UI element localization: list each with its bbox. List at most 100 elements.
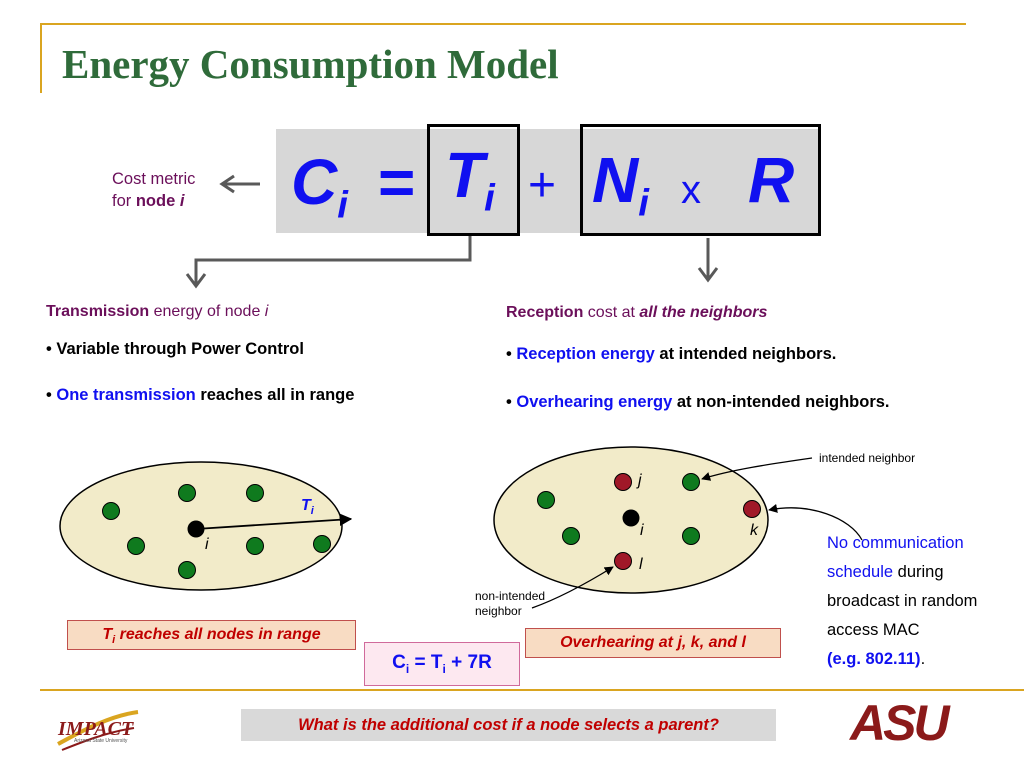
reception-heading-bold: Reception bbox=[506, 304, 584, 321]
equation-c-sub: i bbox=[405, 661, 410, 676]
broadcast-note-period: . bbox=[920, 650, 926, 668]
formula-equals: = bbox=[378, 146, 416, 218]
green-node bbox=[313, 535, 331, 553]
reception-heading-rest: cost at bbox=[583, 304, 640, 321]
reception-bullet-1-highlight: Reception energy bbox=[516, 345, 655, 363]
equation-rest: + 7R bbox=[445, 652, 492, 673]
left-caption-t: T bbox=[102, 626, 113, 643]
equation-mid: = T bbox=[409, 652, 443, 673]
nixr-frame bbox=[580, 124, 821, 236]
green-node bbox=[246, 537, 264, 555]
green-node bbox=[246, 484, 264, 502]
total-cost-equation: Ci = Ti + 7R bbox=[364, 642, 520, 686]
reception-bullet-2-highlight: Overhearing energy bbox=[516, 393, 673, 411]
broadcast-note-highlight: No communication schedule bbox=[827, 534, 964, 581]
impact-logo-subtext: Arizona State University bbox=[74, 738, 128, 744]
formula-n-sub: i bbox=[638, 181, 649, 225]
network-diagrams bbox=[59, 446, 863, 609]
transmission-heading-bold: Transmission bbox=[46, 303, 150, 320]
right-node-i-label: i bbox=[640, 522, 644, 539]
reception-bullet-1: • Reception energy at intended neighbors… bbox=[506, 345, 837, 363]
bullet-1-text: Variable through Power Control bbox=[56, 340, 304, 358]
equation-t-sub: i bbox=[442, 661, 446, 676]
green-node bbox=[127, 537, 145, 555]
cost-metric-arrow-head bbox=[219, 174, 235, 194]
right-node-j-label: j bbox=[638, 472, 642, 489]
red-node-l bbox=[614, 552, 632, 570]
reception-heading-em: all the neighbors bbox=[639, 304, 768, 321]
right-caption-box: Overhearing at j, k, and l bbox=[525, 628, 781, 658]
intended-neighbor-label: intended neighbor bbox=[819, 451, 916, 465]
footer-rule bbox=[40, 689, 1024, 691]
formula-arrows bbox=[185, 174, 719, 289]
left-caption-sub: i bbox=[112, 634, 116, 647]
non-intended-line2: neighbor bbox=[475, 604, 522, 618]
green-node bbox=[178, 484, 196, 502]
reception-bullet-1-text: at intended neighbors. bbox=[654, 345, 837, 363]
broadcast-note-example: (e.g. 802.11) bbox=[827, 650, 921, 668]
footer-question: What is the additional cost if a node se… bbox=[241, 709, 776, 741]
cost-metric-node-var: i bbox=[179, 192, 185, 210]
broadcast-note-pointer bbox=[768, 503, 863, 541]
left-caption-box: Ti reaches all nodes in range bbox=[67, 620, 356, 650]
green-node bbox=[562, 527, 580, 545]
cost-metric-label: Cost metric for node i bbox=[112, 168, 195, 212]
reception-bullet-2: • Overhearing energy at non-intended nei… bbox=[506, 393, 890, 411]
green-node bbox=[682, 473, 700, 491]
cost-metric-line2: for node i bbox=[112, 190, 195, 212]
source-node-i bbox=[187, 520, 205, 538]
transmission-heading: Transmission energy of node i bbox=[46, 303, 268, 321]
header-decoration bbox=[40, 23, 966, 93]
formula-t: T bbox=[445, 139, 485, 211]
formula-reception-term: R bbox=[748, 144, 795, 216]
footer-question-text: What is the additional cost if a node se… bbox=[298, 716, 719, 734]
green-node bbox=[537, 491, 555, 509]
formula-times: x bbox=[681, 168, 701, 212]
formula-t-sub: i bbox=[484, 176, 495, 220]
range-label-t: T bbox=[301, 497, 311, 514]
range-label: Ti bbox=[301, 497, 314, 517]
equation-c: C bbox=[392, 652, 406, 673]
formula-neighbors-term: Ni bbox=[592, 148, 649, 223]
formula-cost-symbol: Ci bbox=[291, 150, 348, 225]
formula-transmission-term: Ti bbox=[445, 143, 495, 218]
left-caption-rest: reaches all nodes in range bbox=[115, 626, 321, 643]
cost-metric-prefix: for bbox=[112, 192, 136, 210]
impact-logo-text: IMPACT bbox=[58, 718, 134, 740]
green-node bbox=[102, 502, 120, 520]
formula-c-sub: i bbox=[337, 183, 348, 227]
left-node-i-label: i bbox=[205, 536, 209, 553]
bullet-2-highlight: One transmission bbox=[56, 386, 196, 404]
right-node-l-label: l bbox=[639, 556, 643, 573]
reception-heading: Reception cost at all the neighbors bbox=[506, 304, 767, 322]
transmission-bullet-2: • One transmission reaches all in range bbox=[46, 386, 355, 404]
intended-neighbor-pointer bbox=[701, 457, 813, 481]
non-intended-line1: non-intended bbox=[475, 589, 546, 603]
formula-c: C bbox=[291, 146, 338, 218]
reception-arrow-head bbox=[697, 267, 719, 283]
formula-plus: + bbox=[528, 159, 557, 212]
cost-metric-line1: Cost metric bbox=[112, 170, 196, 188]
formula-background bbox=[276, 129, 821, 233]
source-node-i bbox=[622, 509, 640, 527]
transmission-range-arrow bbox=[195, 513, 353, 530]
impact-logo-swoosh bbox=[57, 710, 139, 751]
impact-logo: IMPACT Arizona State University bbox=[52, 704, 142, 754]
cost-metric-node-word: node bbox=[135, 192, 180, 210]
red-node-j bbox=[614, 473, 632, 491]
slide-title: Energy Consumption Model bbox=[62, 41, 559, 87]
broadcast-note: No communication schedule during broadca… bbox=[827, 529, 1017, 674]
bullet-2-text: reaches all in range bbox=[195, 386, 355, 404]
ti-frame bbox=[427, 124, 520, 236]
asu-logo: ASU bbox=[850, 695, 950, 751]
broadcast-note-text: during broadcast in random access MAC bbox=[827, 563, 978, 639]
range-label-sub: i bbox=[310, 505, 314, 518]
formula-n: N bbox=[592, 144, 639, 216]
non-intended-neighbor-pointer bbox=[531, 566, 614, 609]
green-node bbox=[178, 561, 196, 579]
transmission-heading-rest: energy of node bbox=[149, 303, 265, 320]
red-node-k bbox=[743, 500, 761, 518]
reception-bullet-2-text: at non-intended neighbors. bbox=[672, 393, 890, 411]
transmission-connector bbox=[194, 236, 472, 285]
non-intended-neighbor-label: non-intended neighbor bbox=[475, 589, 545, 619]
